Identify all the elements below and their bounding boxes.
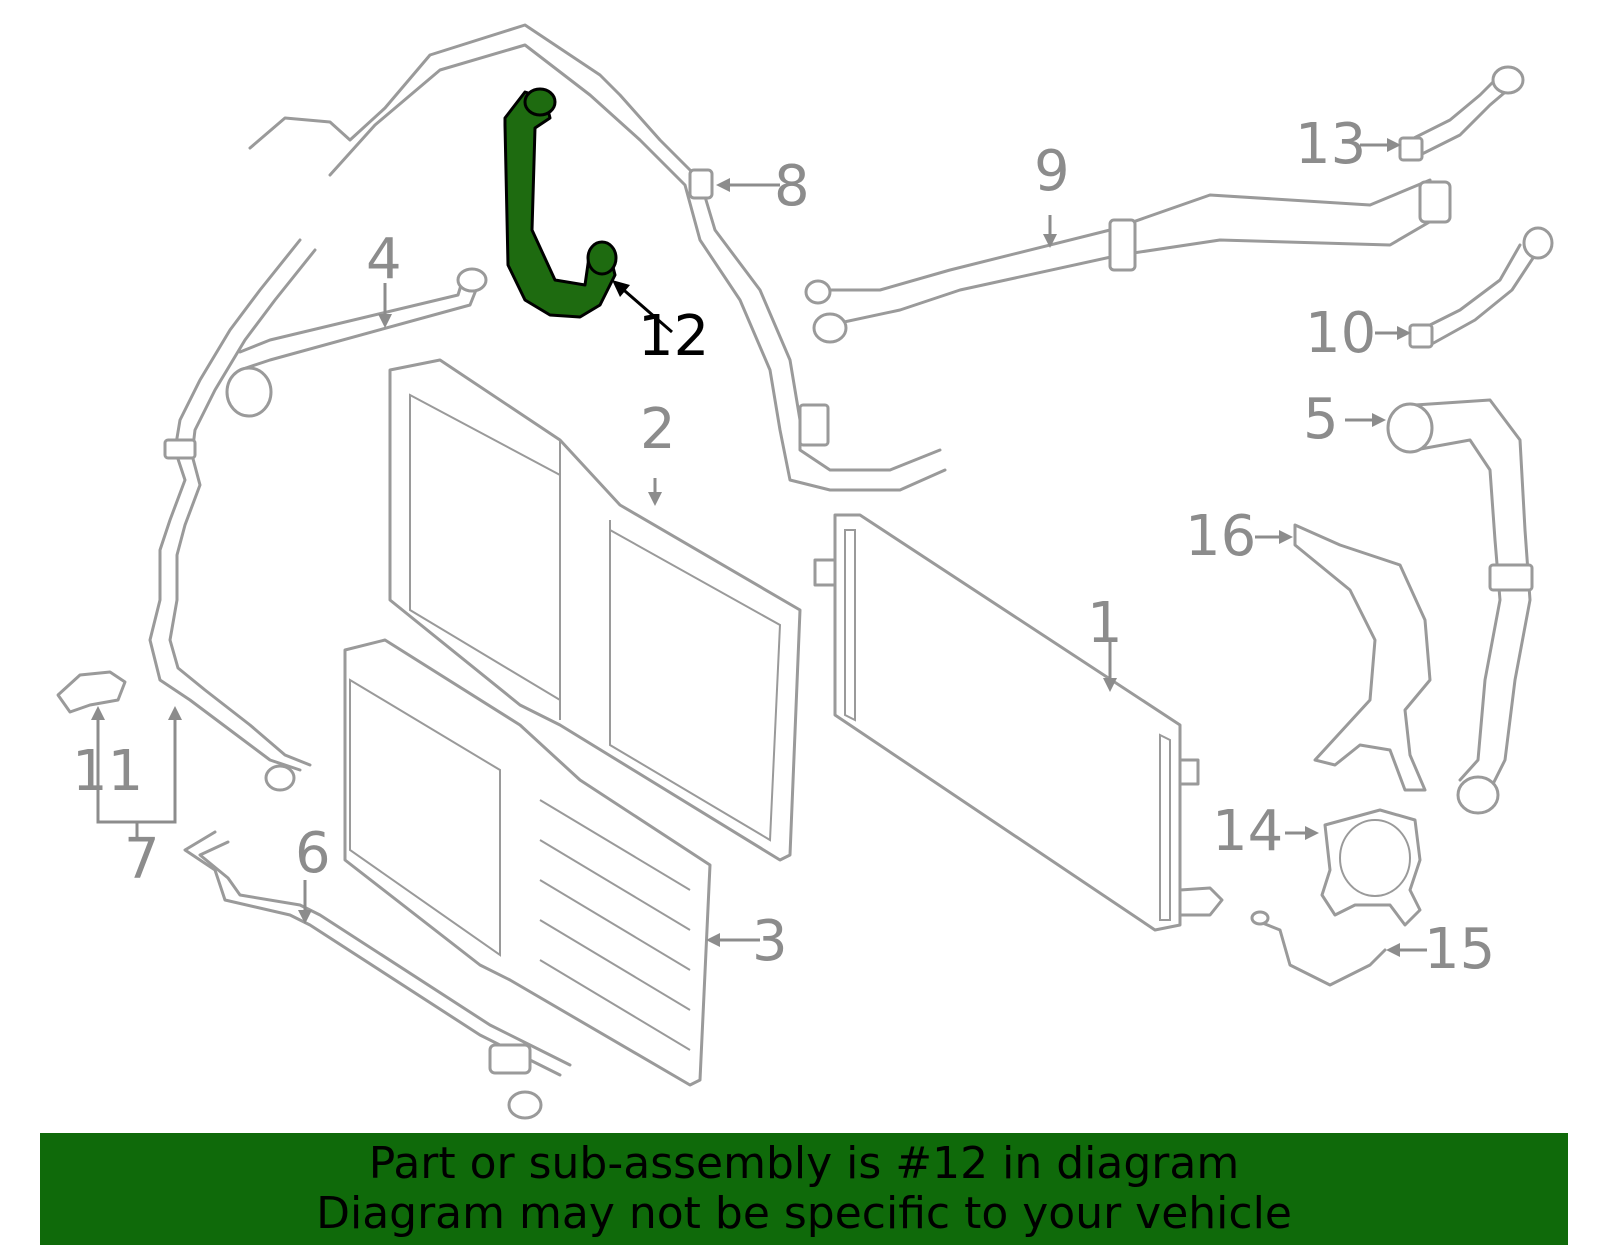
- part-14-pump: [1320, 808, 1422, 927]
- banner-line-2: Diagram may not be specific to your vehi…: [316, 1188, 1292, 1239]
- banner-line-1: Part or sub-assembly is #12 in diagram: [368, 1138, 1240, 1189]
- callout-6: 6: [295, 821, 331, 886]
- part-7-long-line: [148, 238, 317, 792]
- callout-9: 9: [1034, 139, 1070, 204]
- info-banner: Part or sub-assembly is #12 in diagram D…: [40, 1133, 1568, 1245]
- callout-13: 13: [1295, 112, 1366, 177]
- part-13-hose: [1398, 65, 1525, 162]
- callout-12: 12: [638, 304, 709, 369]
- part-2-shroud: [388, 358, 802, 862]
- callout-7: 7: [124, 827, 160, 892]
- part-10-hose: [1408, 226, 1554, 349]
- callout-10: 10: [1305, 301, 1376, 366]
- part-16-bracket: [1293, 523, 1432, 792]
- callout-5: 5: [1303, 387, 1339, 452]
- leader-lines: [91, 138, 1427, 957]
- part-8-coolant-pipe: [248, 23, 947, 492]
- part-3-shroud: [343, 638, 712, 1087]
- callout-3: 3: [752, 909, 788, 974]
- callout-14: 14: [1212, 799, 1283, 864]
- part-1-radiator: [813, 513, 1224, 932]
- callout-4: 4: [366, 227, 402, 292]
- part-9-cooler-lines: [804, 178, 1452, 344]
- callout-8: 8: [774, 154, 810, 219]
- part-12-highlighted-hose: [503, 87, 618, 319]
- part-6-lower-line: [183, 830, 572, 1120]
- part-15-wire: [1250, 910, 1387, 987]
- part-5-hose: [1386, 398, 1534, 815]
- callout-11: 11: [72, 739, 143, 804]
- part-11-sensor: [56, 670, 127, 714]
- callout-2: 2: [640, 397, 676, 462]
- part-4-hose: [225, 267, 488, 418]
- callout-15: 15: [1424, 917, 1495, 982]
- callout-16: 16: [1185, 504, 1256, 569]
- callout-1: 1: [1087, 591, 1123, 656]
